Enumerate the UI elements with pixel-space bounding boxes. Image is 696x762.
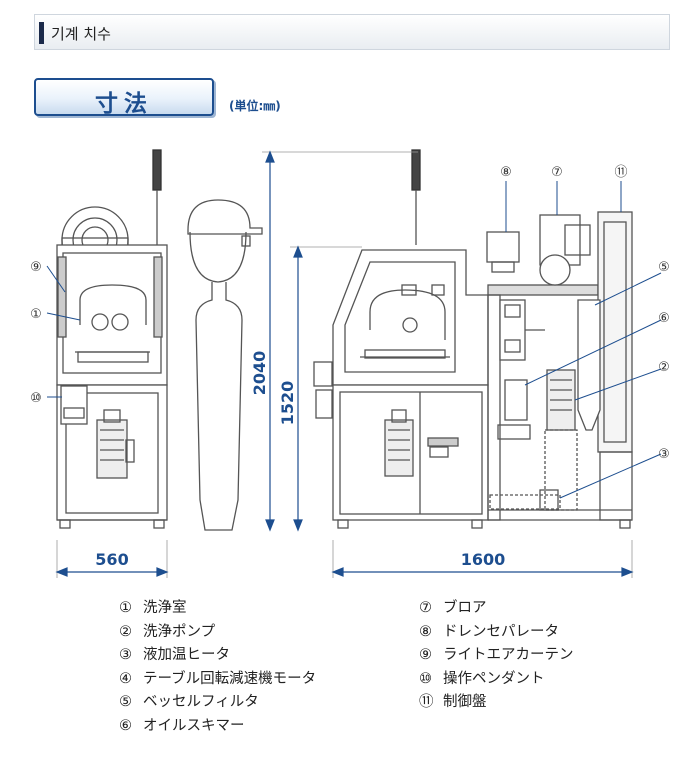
section-title: 기계 치수 [51, 25, 111, 43]
callout-7: ⑦ [551, 165, 563, 180]
side-view [313, 149, 633, 529]
callout-5: ⑤ [658, 260, 670, 275]
dimension-title-box: 寸法 [34, 78, 214, 117]
human-silhouette [187, 199, 263, 531]
callout-11: ⑪ [614, 165, 627, 180]
dimension-title: 寸法 [95, 91, 153, 117]
dimension-width-front: 560 [95, 550, 128, 569]
dimension-width-side: 1600 [461, 550, 506, 569]
callout-10: ⑩ [30, 391, 42, 406]
dimension-height-total: 2040 [250, 351, 269, 396]
unit-label: (単位:㎜) [229, 99, 281, 113]
header-accent-bar [39, 22, 44, 44]
callout-9: ⑨ [30, 260, 42, 275]
front-view [56, 149, 168, 529]
callout-3: ③ [658, 447, 670, 462]
dimension-height-body: 1520 [278, 381, 297, 426]
callout-8: ⑧ [500, 165, 512, 180]
dimension-lines [55, 150, 634, 578]
callout-1: ① [30, 307, 42, 322]
section-header: 기계 치수 [34, 14, 670, 50]
callout-6: ⑥ [658, 311, 670, 326]
callout-2: ② [658, 360, 670, 375]
callout-leaders [46, 181, 662, 499]
